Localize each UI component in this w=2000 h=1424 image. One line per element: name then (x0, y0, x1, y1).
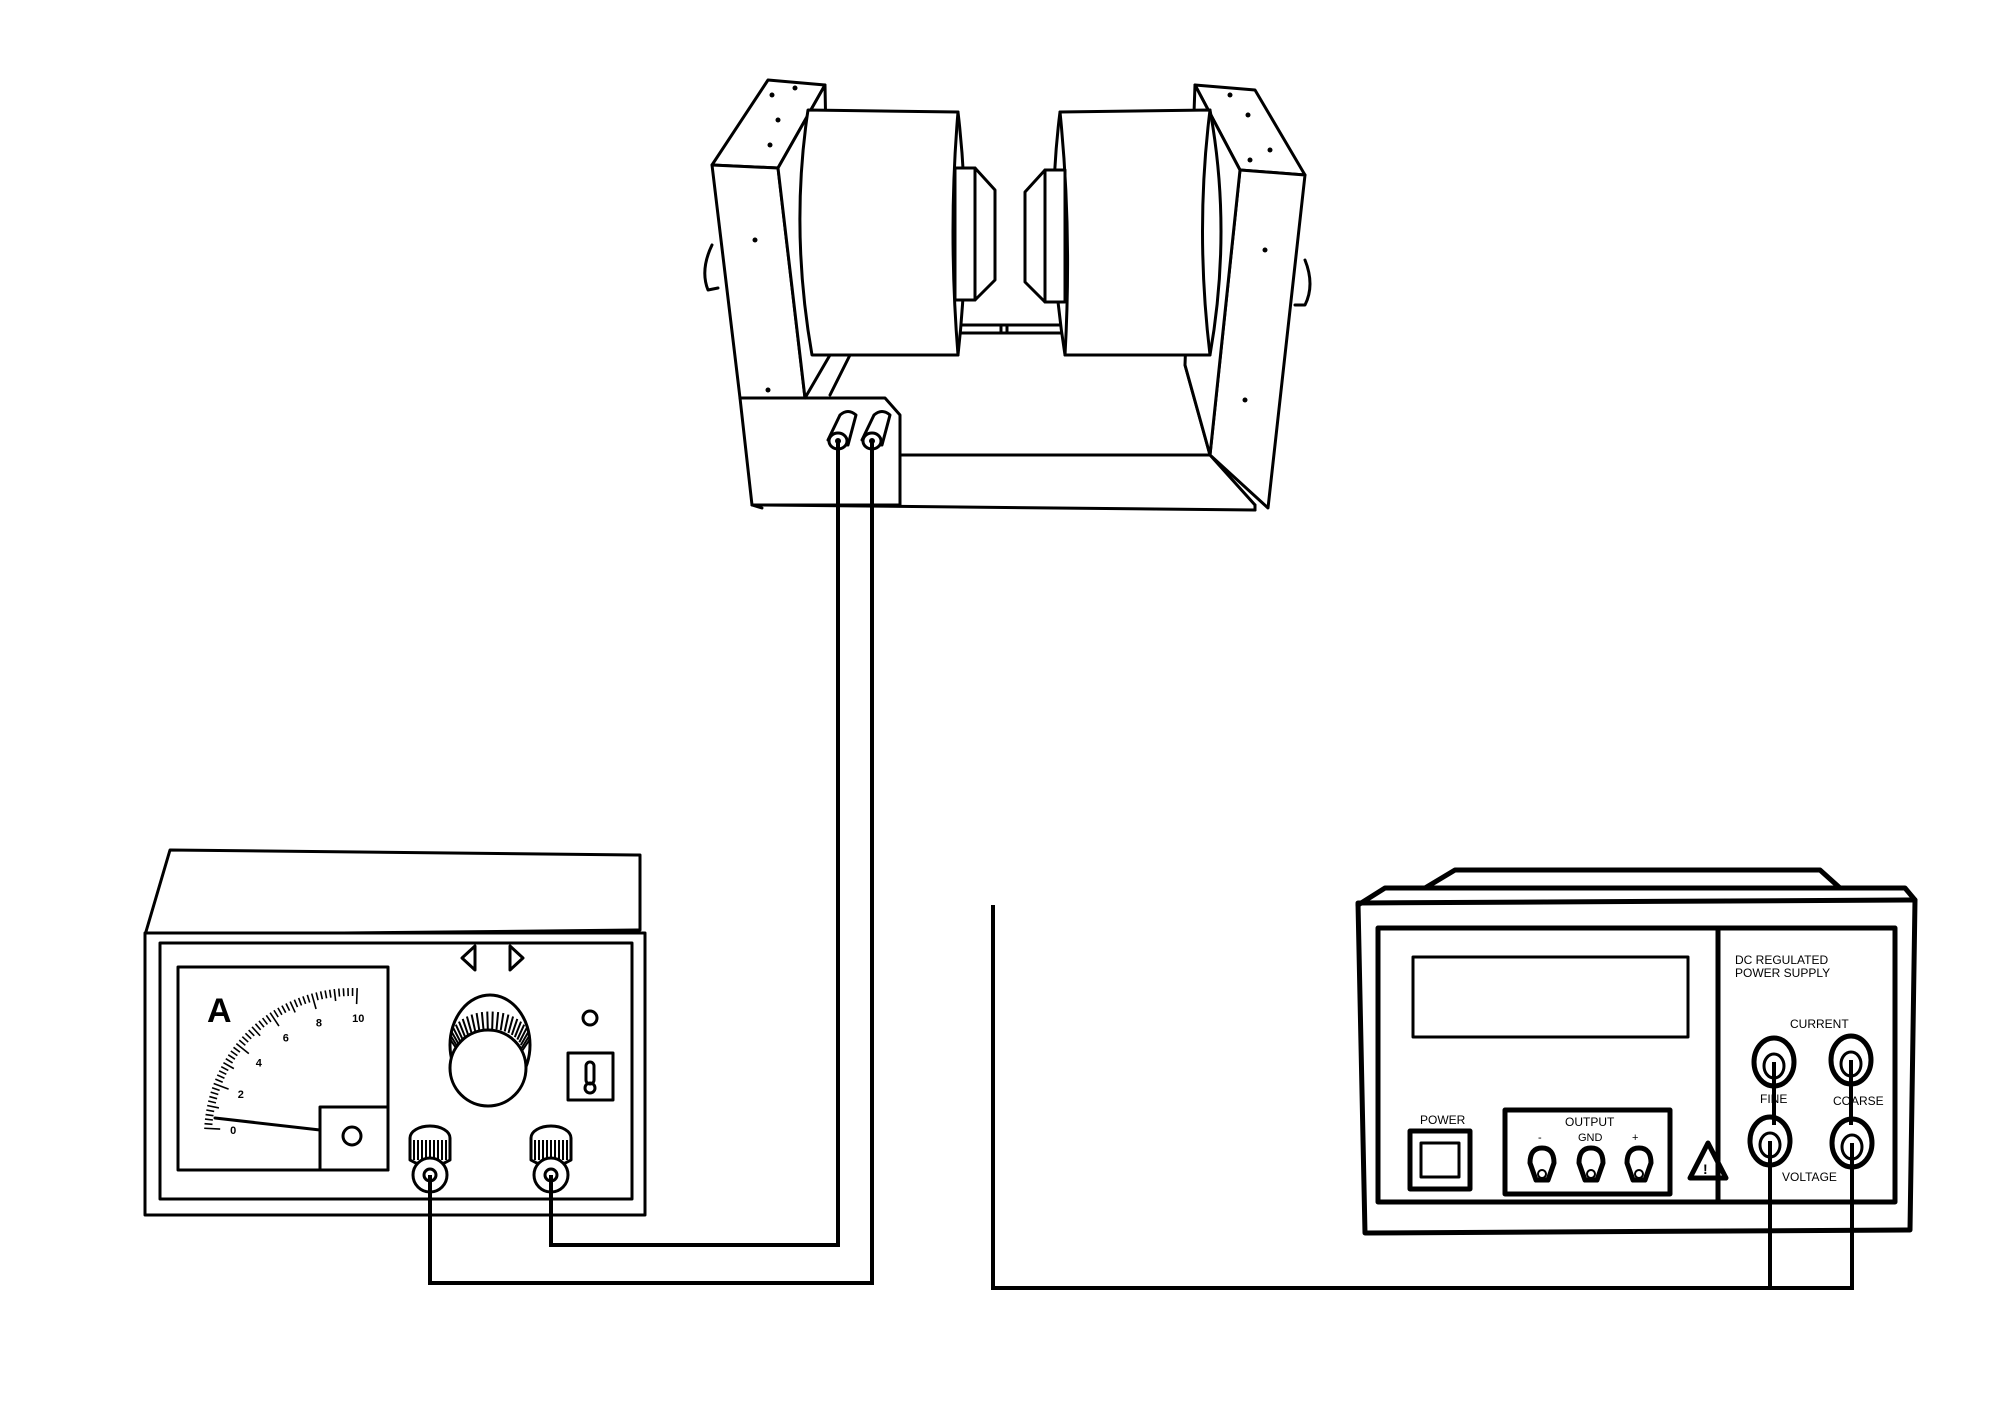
ammeter-scale-label: 8 (316, 1017, 322, 1029)
bolt-dot (1246, 113, 1251, 118)
pole-gap-bar (955, 325, 1065, 333)
bolt-dot (1263, 248, 1268, 253)
ammeter-unit-symbol: A (207, 992, 232, 1030)
bolt-dot (1243, 398, 1248, 403)
range-knob[interactable] (450, 995, 530, 1106)
ammeter-scale-label: 4 (256, 1057, 263, 1069)
ammeter-body (145, 933, 645, 1215)
output-terminal-minus[interactable] (1530, 1148, 1554, 1180)
bolt-dot (1268, 148, 1273, 153)
power-switch[interactable] (1410, 1131, 1470, 1189)
right-coil (1025, 110, 1221, 355)
ammeter-scale-label: 10 (352, 1013, 364, 1025)
terminal-gnd-label: GND (1578, 1132, 1603, 1144)
psu-display (1413, 957, 1688, 1037)
warning-symbol: ! (1703, 1161, 1708, 1177)
psu-title-line1: DC REGULATED (1735, 953, 1828, 967)
bolt-dot (770, 93, 775, 98)
ammeter-scale-label: 2 (238, 1089, 244, 1101)
left-coil (800, 110, 995, 355)
psu-title-line2: POWER SUPPLY (1735, 966, 1830, 980)
bolt-dot (753, 238, 758, 243)
electromagnet (705, 80, 1310, 510)
output-terminal-plus[interactable] (1627, 1148, 1651, 1180)
ammeter-scale-label: 6 (283, 1033, 289, 1045)
bolt-dot (1248, 158, 1253, 163)
power-switch-rocker (1421, 1143, 1459, 1177)
bolt-dot (776, 118, 781, 123)
bolt-dot (793, 86, 798, 91)
coarse-label: COARSE (1833, 1094, 1884, 1108)
bolt-dot (1228, 93, 1233, 98)
current-label: CURRENT (1790, 1017, 1849, 1031)
power-label: POWER (1420, 1113, 1466, 1127)
ammeter-top-face (145, 850, 640, 935)
output-terminal-gnd[interactable] (1579, 1148, 1603, 1180)
output-label: OUTPUT (1565, 1115, 1615, 1129)
voltage-label: VOLTAGE (1782, 1170, 1837, 1184)
terminal-minus-label: - (1538, 1132, 1542, 1144)
bolt-dot (766, 388, 771, 393)
dc-power-supply: DC REGULATED POWER SUPPLY POWER OUTPUT -… (1358, 870, 1915, 1233)
terminal-plus-label: + (1632, 1132, 1638, 1144)
psu-top-handle (1425, 870, 1840, 888)
ammeter-scale-label: 0 (230, 1125, 236, 1137)
bolt-dot (768, 143, 773, 148)
warning-triangle-icon (1690, 1143, 1726, 1178)
ammeter: A 0 2 4 6 8 10 (145, 850, 645, 1215)
